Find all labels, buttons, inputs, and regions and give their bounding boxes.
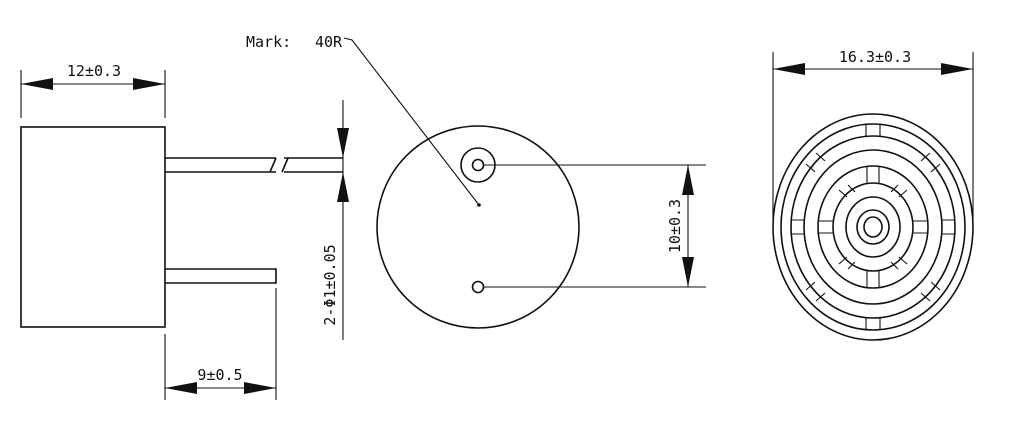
outer-diameter-label: 16.3±0.3 [839, 48, 911, 66]
body-width-dimension: 12±0.3 [20, 62, 166, 118]
mark-label: Mark: [246, 33, 291, 51]
top-ring-4 [817, 165, 929, 289]
outer-diameter-dimension: 16.3±0.3 [772, 48, 974, 222]
positive-pin [471, 158, 485, 172]
top-center-inner [863, 216, 883, 238]
top-ribs [791, 124, 955, 330]
side-view: 12±0.3 9±0.5 2-Φ1±0.05 [20, 62, 349, 400]
top-ring-5 [832, 182, 914, 272]
upper-lead-break [281, 157, 289, 173]
top-ring-6 [845, 196, 901, 258]
pin-diameter-dimension: 2-Φ1±0.05 [321, 100, 349, 340]
pin-spacing-label: 10±0.3 [666, 199, 684, 253]
body-outline [20, 126, 166, 328]
upper-lead-continuation [284, 157, 343, 173]
bottom-view: Mark: 40R 10±0.3 [246, 33, 706, 329]
pin-diameter-label: 2-Φ1±0.05 [321, 244, 339, 325]
top-ring-3 [803, 149, 943, 305]
upper-lead [165, 157, 276, 173]
lead-length-label: 9±0.5 [197, 366, 242, 384]
bottom-outline [376, 125, 580, 329]
lead-length-dimension: 9±0.5 [164, 288, 277, 400]
top-ring-1 [780, 123, 966, 331]
pin-spacing-dimension: 10±0.3 [484, 164, 706, 288]
mark-code: 40R [315, 33, 343, 51]
negative-pin [471, 280, 485, 294]
lower-lead [165, 268, 277, 284]
top-outer-edge [772, 113, 974, 341]
top-ring-2 [790, 135, 956, 319]
body-width-label: 12±0.3 [67, 62, 121, 80]
mark-callout: Mark: 40R [246, 33, 480, 206]
top-center-hole [856, 209, 890, 245]
top-view: 16.3±0.3 [772, 48, 974, 341]
upper-lead-end [269, 157, 277, 173]
